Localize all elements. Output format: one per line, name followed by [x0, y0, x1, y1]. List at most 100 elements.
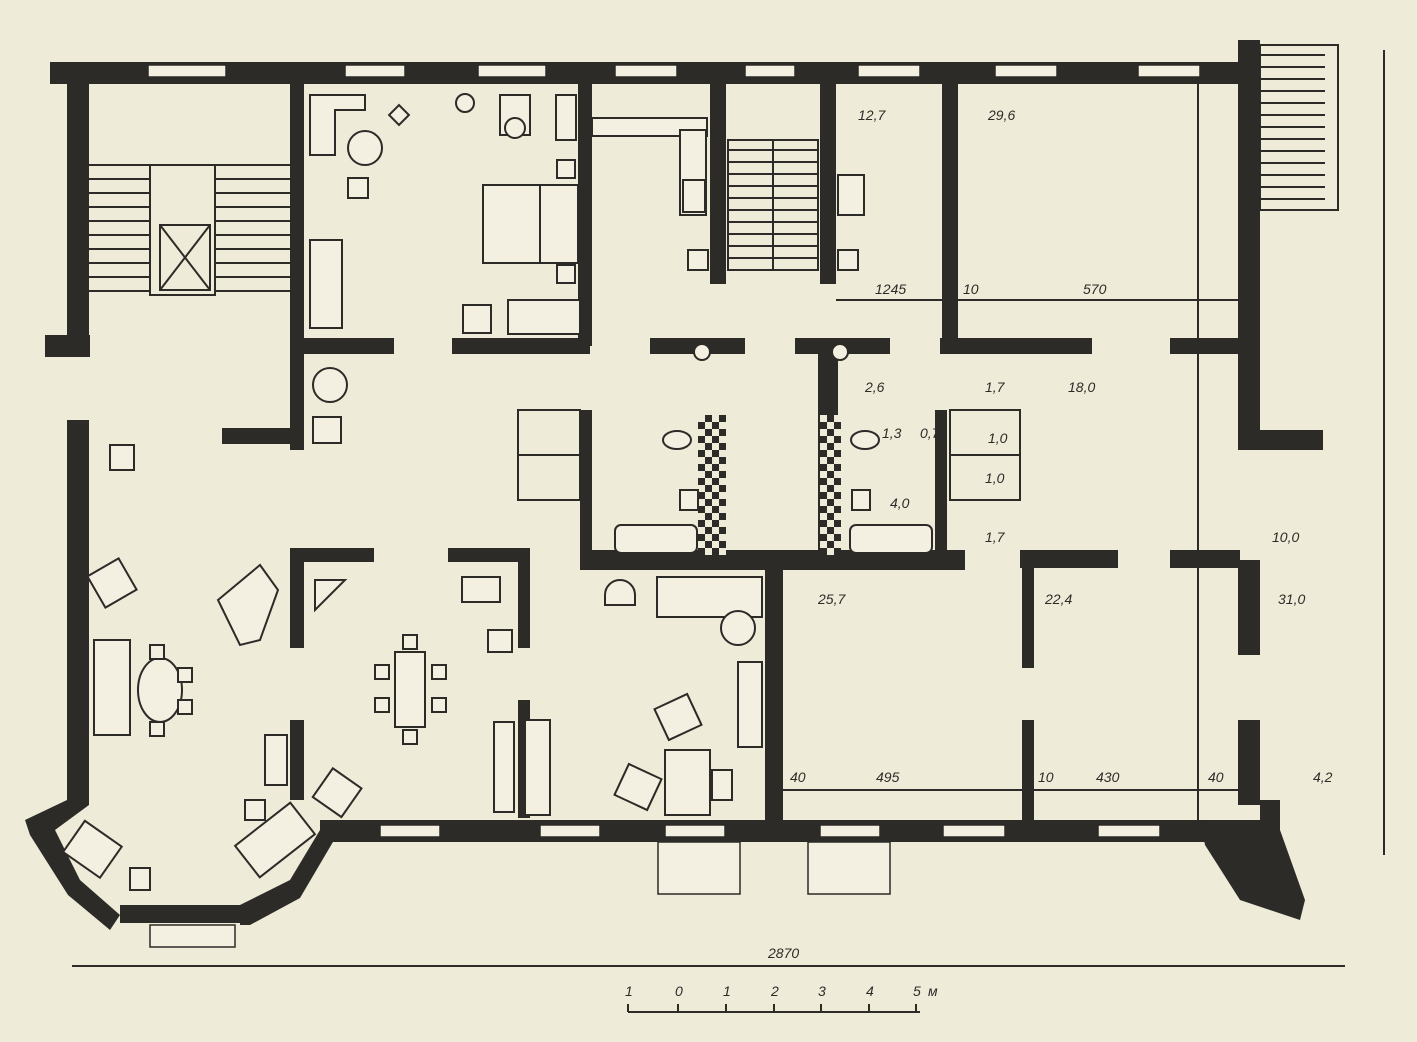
vent-cell — [705, 422, 712, 429]
vent-cell — [698, 436, 705, 443]
area-label: 1,7 — [985, 529, 1006, 545]
vent-cell — [705, 527, 712, 534]
vent-cell — [834, 485, 841, 492]
vent-cell — [705, 429, 712, 436]
vent-cell — [712, 492, 719, 499]
vent-cell — [705, 548, 712, 555]
vent-cell — [719, 527, 726, 534]
scale-tick: 0 — [675, 983, 683, 999]
vent-cell — [719, 548, 726, 555]
vent-cell — [820, 478, 827, 485]
vent-cell — [827, 422, 834, 429]
area-label: 25,7 — [817, 591, 846, 607]
vent-cell — [698, 492, 705, 499]
vent-cell — [719, 492, 726, 499]
dimension-lines — [72, 50, 1385, 1013]
vent-cell — [698, 429, 705, 436]
vent-cell — [820, 436, 827, 443]
area-label: 22,4 — [1044, 591, 1072, 607]
vent-cell — [705, 443, 712, 450]
area-label: 12,7 — [858, 107, 886, 123]
vent-cell — [712, 485, 719, 492]
vent-cell — [820, 422, 827, 429]
vent-cell — [820, 534, 827, 541]
central-staircase — [727, 139, 819, 271]
vent-cell — [705, 436, 712, 443]
dimension-label: 570 — [1083, 281, 1107, 297]
vent-cell — [698, 485, 705, 492]
vent-cell — [719, 499, 726, 506]
vent-cell — [820, 506, 827, 513]
vent-cell — [712, 548, 719, 555]
vent-cell — [705, 478, 712, 485]
vent-cell — [698, 513, 705, 520]
vent-cell — [698, 534, 705, 541]
vent-cell — [834, 464, 841, 471]
vent-cell — [820, 415, 827, 422]
vent-cell — [719, 478, 726, 485]
scale-tick: 5 — [913, 983, 921, 999]
scale-bar: 1 0 1 2 3 4 5 м — [625, 983, 938, 1012]
vent-cell — [705, 464, 712, 471]
dimension-label: 1245 — [875, 281, 906, 297]
vent-cell — [827, 506, 834, 513]
area-label: 31,0 — [1278, 591, 1305, 607]
vent-cell — [834, 499, 841, 506]
vent-cell — [719, 471, 726, 478]
vent-cell — [827, 478, 834, 485]
vent-cell — [719, 429, 726, 436]
vent-cell — [705, 492, 712, 499]
vent-cell — [705, 450, 712, 457]
vent-cell — [712, 499, 719, 506]
area-label: 29,6 — [987, 107, 1015, 123]
vent-cell — [712, 534, 719, 541]
vent-cell — [712, 464, 719, 471]
vent-cell — [834, 436, 841, 443]
vent-cell — [698, 541, 705, 548]
vent-cell — [834, 506, 841, 513]
vent-ducts — [698, 415, 841, 555]
vent-cell — [834, 520, 841, 527]
vent-cell — [705, 457, 712, 464]
vent-cell — [827, 499, 834, 506]
overall-width-label: 2870 — [767, 945, 799, 961]
vent-cell — [834, 527, 841, 534]
dimension-label: 10 — [963, 281, 979, 297]
vent-cell — [698, 499, 705, 506]
vent-cell — [698, 548, 705, 555]
area-label: 1,0 — [985, 470, 1005, 486]
vent-cell — [712, 513, 719, 520]
vent-cell — [820, 527, 827, 534]
vent-cell — [834, 471, 841, 478]
vent-cell — [719, 534, 726, 541]
vent-cell — [719, 485, 726, 492]
vent-cell — [698, 443, 705, 450]
vent-cell — [705, 499, 712, 506]
vent-cell — [698, 450, 705, 457]
vent-cell — [712, 429, 719, 436]
area-label: 18,0 — [1068, 379, 1095, 395]
dimension-label: 40 — [790, 769, 806, 785]
vent-cell — [719, 464, 726, 471]
vent-cell — [834, 457, 841, 464]
vent-cell — [834, 429, 841, 436]
vent-cell — [827, 464, 834, 471]
interior-walls — [222, 84, 1260, 820]
vent-cell — [827, 548, 834, 555]
vent-cell — [698, 471, 705, 478]
vent-cell — [719, 541, 726, 548]
vent-cell — [834, 492, 841, 499]
vent-cell — [834, 548, 841, 555]
scale-tick: 2 — [770, 983, 779, 999]
vent-cell — [712, 506, 719, 513]
vent-cell — [827, 513, 834, 520]
bottom-windows — [379, 824, 1161, 838]
vent-cell — [827, 534, 834, 541]
vent-cell — [719, 513, 726, 520]
scale-tick: 1 — [625, 983, 633, 999]
vent-cell — [834, 422, 841, 429]
vent-cell — [712, 415, 719, 422]
vent-cell — [834, 415, 841, 422]
vent-cell — [827, 471, 834, 478]
dimension-label: 430 — [1096, 769, 1120, 785]
